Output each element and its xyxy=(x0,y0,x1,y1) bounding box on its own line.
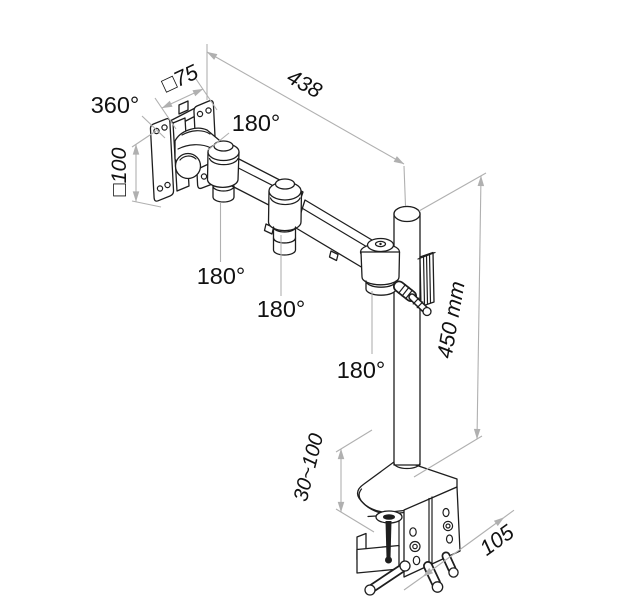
dim-clamp-range xyxy=(335,429,375,533)
label-elbow-mid: 180° xyxy=(257,296,306,322)
label-clamp-range: 30~100 xyxy=(289,431,328,504)
elbow-joint-mid xyxy=(267,178,303,256)
pole-joint xyxy=(359,237,401,296)
label-head-tilt: 180° xyxy=(232,110,281,136)
dimension-lines xyxy=(131,44,515,591)
label-pole-joint: 180° xyxy=(337,357,386,383)
clamp-screw-handle xyxy=(364,560,411,596)
tightening-lever xyxy=(393,280,432,317)
dim-pole-height xyxy=(413,172,487,478)
pole xyxy=(393,205,421,470)
leader-lines xyxy=(141,115,373,354)
elbow-joint-upper xyxy=(206,140,240,203)
dim-vesa-height xyxy=(131,130,162,208)
vesa-plate-left xyxy=(149,117,175,202)
label-arm-reach: 438 xyxy=(283,65,326,103)
label-clamp-depth: 105 xyxy=(475,519,519,560)
pole-collar xyxy=(417,251,436,308)
label-vesa-swivel: 360° xyxy=(91,92,140,118)
dim-arm-reach xyxy=(206,44,407,207)
dim-clamp-depth xyxy=(403,509,515,591)
label-vesa-height: □100 xyxy=(107,148,131,197)
label-elbow-upper: 180° xyxy=(197,263,246,289)
label-pole-height: 450 mm xyxy=(433,279,470,360)
